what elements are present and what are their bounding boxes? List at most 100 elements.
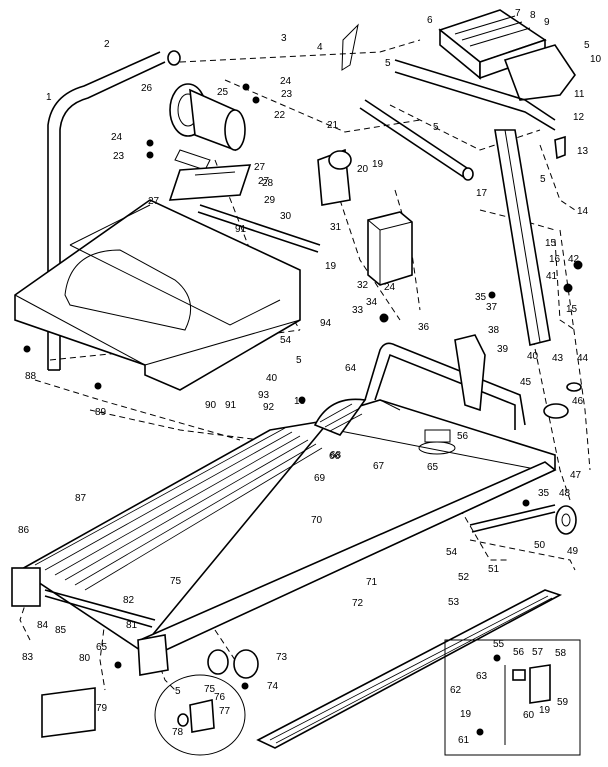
part-label-p30: 30 (280, 211, 292, 222)
part-label-p88: 88 (25, 371, 37, 382)
part-label-p57: 57 (532, 647, 544, 658)
part-label-p73: 73 (276, 652, 288, 663)
part-label-p48: 48 (559, 488, 571, 499)
part-label-p54a: 54 (280, 335, 292, 346)
part-label-p38: 38 (488, 325, 500, 336)
part-label-p11: 11 (574, 89, 585, 100)
motor-hood (14, 199, 301, 391)
part-label-p35a: 35 (475, 292, 487, 303)
part-label-p65b: 65 (96, 642, 108, 653)
part-label-p64: 64 (345, 363, 357, 374)
part-label-p24c: 24 (384, 282, 396, 293)
part-label-p61: 61 (458, 735, 470, 746)
part-label-p5a: 5 (385, 58, 391, 69)
part-label-p31: 31 (330, 222, 342, 233)
part-label-p53: 53 (448, 597, 460, 608)
part-label-p50: 50 (534, 540, 546, 551)
part-label-p19d: 19 (539, 705, 551, 716)
part-label-p55: 55 (493, 639, 505, 650)
part-label-p22: 22 (274, 110, 286, 121)
cross-tubes (359, 99, 474, 181)
part-label-p27c: 27 (148, 196, 160, 207)
part-label-p13: 13 (577, 146, 589, 157)
part-label-p9: 9 (544, 17, 550, 28)
part-label-p58: 58 (555, 648, 567, 659)
part-label-p7: 7 (515, 8, 521, 19)
part-label-p72: 72 (352, 598, 364, 609)
part-label-p28: 28 (262, 178, 274, 189)
part-label-p33: 33 (352, 305, 364, 316)
part-label-p68: 68 (330, 450, 342, 461)
front-roller (11, 567, 169, 676)
part-label-p34: 34 (366, 297, 378, 308)
part-label-p90: 90 (205, 400, 217, 411)
part-label-p63: 63 (476, 671, 488, 682)
motor-assembly (169, 83, 246, 171)
part-label-p40b: 40 (266, 373, 278, 384)
part-label-p69: 69 (314, 473, 326, 484)
bumper-block (41, 687, 96, 738)
part-label-p46: 46 (572, 396, 584, 407)
part-label-p24a: 24 (280, 76, 292, 87)
part-label-p71: 71 (366, 577, 378, 588)
part-label-p39: 39 (497, 344, 509, 355)
hardware-fasteners (23, 23, 583, 736)
lift-frame (364, 334, 526, 430)
part-label-p74: 74 (267, 681, 279, 692)
part-label-p10: 10 (590, 54, 602, 65)
part-label-p65a: 65 (427, 462, 439, 473)
part-label-p75a: 75 (170, 576, 182, 587)
part-label-p56b: 56 (513, 647, 525, 658)
part-label-p80: 80 (79, 653, 91, 664)
part-label-p42: 42 (568, 254, 580, 265)
drive-pulley (313, 398, 367, 436)
detail-inset-box (444, 639, 581, 756)
part-label-p37: 37 (486, 302, 498, 313)
wheels (207, 649, 259, 679)
part-label-p51: 51 (488, 564, 500, 575)
part-label-p32: 32 (357, 280, 369, 291)
part-label-p40a: 40 (527, 351, 539, 362)
part-label-p4: 4 (317, 42, 323, 53)
part-label-p15a: 15 (545, 238, 557, 249)
part-label-p5c: 5 (584, 40, 590, 51)
part-label-p8: 8 (530, 10, 536, 21)
part-label-p87: 87 (75, 493, 87, 504)
part-label-p1: 1 (46, 92, 52, 103)
part-label-p67: 67 (373, 461, 385, 472)
part-label-p25: 25 (217, 87, 229, 98)
part-label-p19b: 19 (325, 261, 337, 272)
rear-roller (469, 504, 577, 535)
part-label-p23a: 23 (281, 89, 293, 100)
circular-detail-inset (154, 674, 246, 756)
part-label-p15b: 15 (566, 304, 578, 315)
controller-module (317, 148, 413, 286)
part-label-p92: 92 (263, 402, 275, 413)
part-label-p49: 49 (567, 546, 579, 557)
part-label-p14: 14 (577, 206, 589, 217)
part-label-p45: 45 (520, 377, 532, 388)
part-label-p26: 26 (141, 83, 153, 94)
console-assembly (394, 9, 576, 131)
part-label-p54b: 54 (446, 547, 458, 558)
part-label-p91b: 91 (225, 400, 237, 411)
part-label-p43: 43 (552, 353, 564, 364)
part-label-p81: 81 (126, 620, 138, 631)
part-label-p16: 16 (549, 254, 561, 265)
part-label-p27a: 27 (254, 162, 266, 173)
drive-bar (197, 204, 321, 253)
part-label-p75b: 75 (204, 684, 216, 695)
part-label-p62: 62 (450, 685, 462, 696)
part-label-p29: 29 (264, 195, 276, 206)
part-label-p76: 76 (214, 692, 226, 703)
part-label-p5d: 5 (540, 174, 546, 185)
part-label-p77: 77 (219, 706, 231, 717)
part-label-p91a: 91 (235, 224, 247, 235)
part-label-p35b: 35 (538, 488, 550, 499)
part-label-p59: 59 (557, 697, 569, 708)
foot-rail (256, 589, 563, 749)
part-label-p93: 93 (258, 390, 270, 401)
